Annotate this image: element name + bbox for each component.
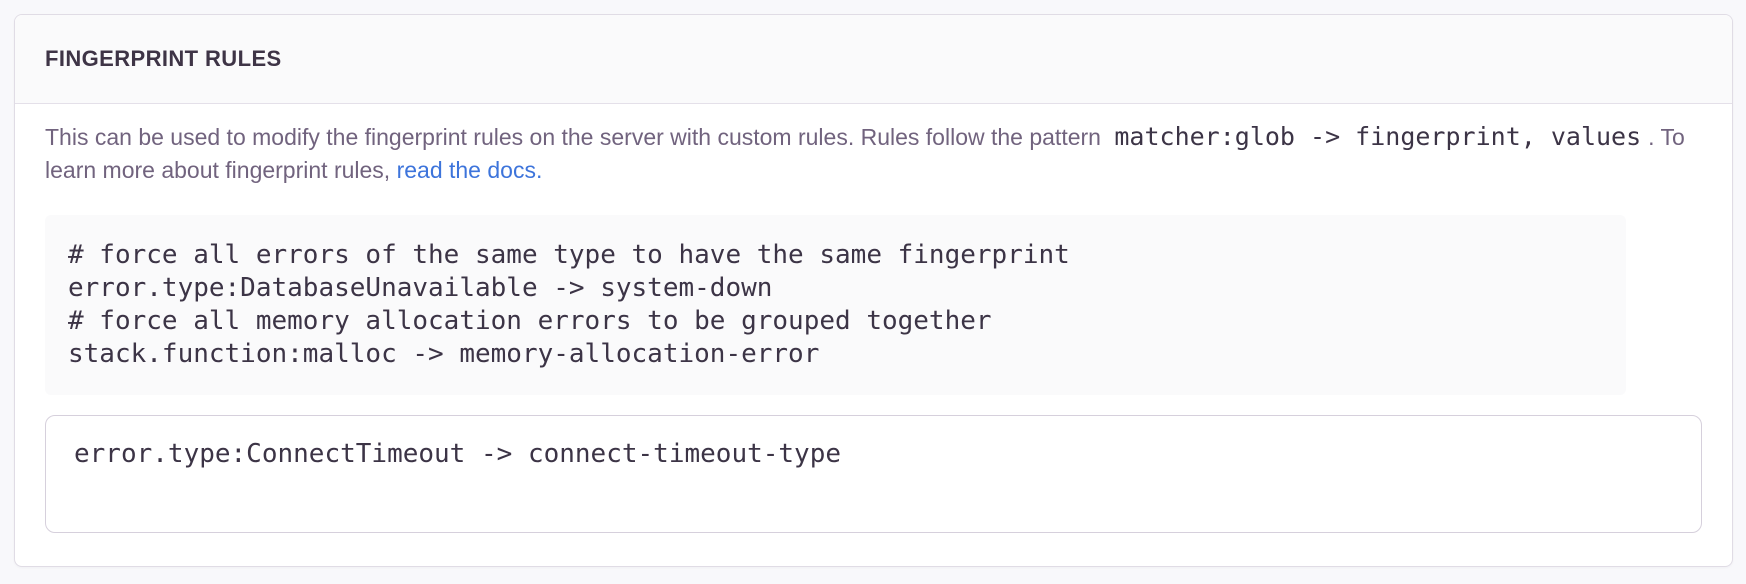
code-line: error.type:DatabaseUnavailable -> system… — [68, 273, 773, 303]
description-text-before-code: This can be used to modify the fingerpri… — [45, 124, 1101, 150]
pattern-inline-code: matcher:glob -> fingerprint, values — [1114, 122, 1642, 151]
panel-description: This can be used to modify the fingerpri… — [45, 120, 1702, 187]
code-line: stack.function:malloc -> memory-allocati… — [68, 339, 820, 369]
description-text-after-code: . To learn more about fingerprint rules, — [45, 124, 1685, 183]
panel-header: FINGERPRINT RULES — [15, 15, 1732, 104]
fingerprint-rules-input[interactable]: error.type:ConnectTimeout -> connect-tim… — [45, 415, 1702, 533]
panel-title: FINGERPRINT RULES — [45, 46, 282, 71]
code-line: # force all memory allocation errors to … — [68, 306, 992, 336]
read-the-docs-link[interactable]: read the docs — [396, 157, 536, 183]
fingerprint-rules-panel: FINGERPRINT RULES This can be used to mo… — [14, 14, 1733, 567]
code-line: # force all errors of the same type to h… — [68, 240, 1070, 270]
example-code-block: # force all errors of the same type to h… — [45, 215, 1626, 395]
panel-body: This can be used to modify the fingerpri… — [15, 104, 1732, 563]
description-text-after-link: . — [535, 157, 543, 183]
